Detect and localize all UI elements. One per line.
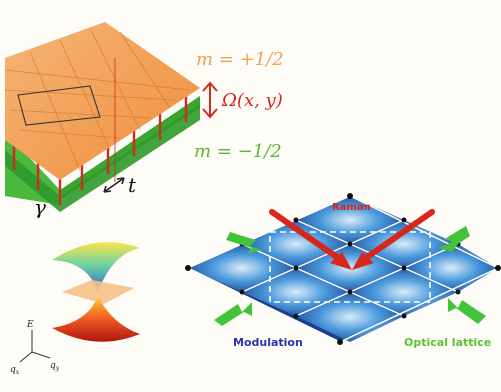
label-omega: Ω(x, y)	[221, 90, 283, 111]
label-m-lower: m = −1/2	[194, 141, 282, 162]
orange-layer-top	[5, 22, 200, 180]
raman-lasers	[269, 209, 435, 265]
axis-triad	[19, 330, 51, 363]
optical-lattice	[185, 193, 501, 345]
bilayer-lattice: t γ	[4, 22, 200, 219]
raman-arrowhead-left	[330, 252, 352, 270]
orange-layer-grid	[4, 27, 191, 171]
omega-double-arrow	[202, 81, 218, 119]
middle-sheet	[62, 280, 134, 304]
axis-label-qx: qx	[10, 365, 20, 376]
axis-label-E: E	[26, 320, 34, 330]
label-modulation: Modulation	[233, 336, 303, 349]
label-raman: Raman	[332, 202, 371, 213]
lower-cone	[52, 296, 140, 342]
axis-label-qy: qy	[50, 361, 60, 372]
label-gamma: γ	[34, 195, 46, 219]
hopping-t-arrow	[103, 177, 125, 193]
unit-cell-outline	[17, 85, 101, 126]
label-optical-lattice: Optical lattice	[404, 336, 491, 349]
lattice-cells	[188, 196, 498, 342]
upper-cone	[52, 242, 140, 292]
dashed-cell	[269, 231, 431, 303]
band-structure-cones	[52, 242, 140, 342]
label-t: t	[128, 173, 137, 197]
lattice-beams	[214, 226, 486, 326]
raman-arrowhead-right	[352, 252, 374, 270]
label-m-upper: m = +1/2	[196, 49, 284, 70]
